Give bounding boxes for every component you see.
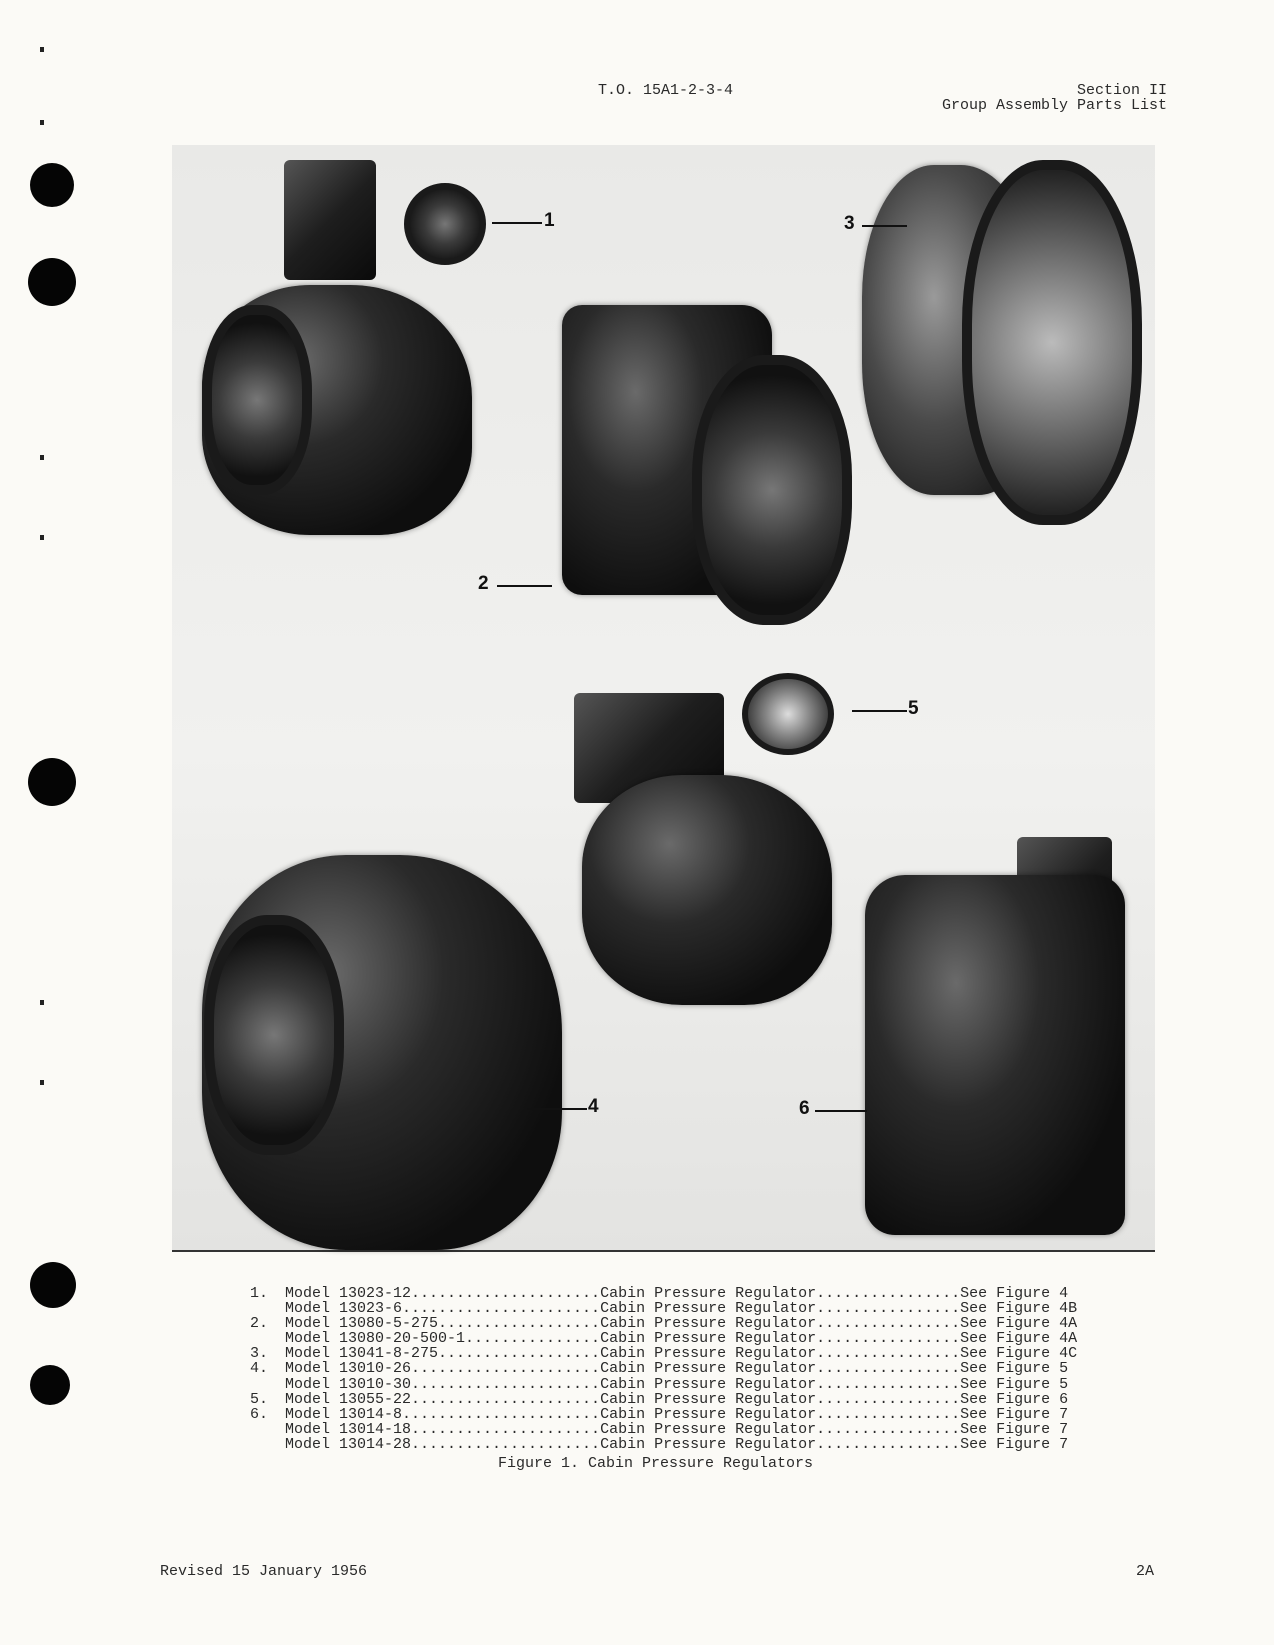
- part-description: Cabin Pressure Regulator................: [600, 1436, 961, 1453]
- parts-list: 1.Model 13023-12.....................Cab…: [250, 1286, 1077, 1452]
- binder-hole: [30, 1262, 76, 1308]
- section-label: Section II: [1076, 82, 1167, 99]
- parts-list-row: Model 13014-18.....................Cabin…: [250, 1422, 1077, 1437]
- model-number: Model 13010-30.....................: [285, 1376, 601, 1392]
- binder-hole: [28, 258, 76, 306]
- margin-mark: [40, 535, 44, 540]
- callout-1: 1: [544, 210, 555, 231]
- parts-list-row: Model 13010-30.....................Cabin…: [250, 1377, 1077, 1392]
- parts-list-row: Model 13023-6......................Cabin…: [250, 1301, 1077, 1316]
- section-title: Group Assembly Parts List: [941, 97, 1167, 114]
- margin-mark: [40, 120, 44, 125]
- margin-mark: [40, 455, 44, 460]
- model-number: Model 13014-8......................: [285, 1406, 601, 1422]
- page-number: 2A: [1136, 1563, 1155, 1580]
- figure-reference: See Figure 4B: [960, 1301, 1078, 1317]
- item-number: [250, 1331, 285, 1346]
- parts-list-row: 2. Model 13080-5-275..................Cab…: [250, 1316, 1077, 1331]
- figure-reference: See Figure 6: [960, 1391, 1069, 1407]
- item-number: [250, 1437, 285, 1452]
- model-number: Model 13041-8-275..................: [285, 1346, 601, 1362]
- callout-5: 5: [908, 698, 919, 719]
- model-number: Model 13023-12.....................: [285, 1286, 601, 1302]
- figure-reference: See Figure 4C: [960, 1346, 1078, 1362]
- model-number: Model 13080-20-500-1...............: [285, 1331, 601, 1347]
- model-number: Model 13023-6......................: [285, 1301, 601, 1317]
- part-description: Cabin Pressure Regulator................: [600, 1376, 961, 1392]
- model-number: Model 13010-26.....................: [285, 1361, 601, 1377]
- margin-mark: [40, 1080, 44, 1085]
- callout-4: 4: [588, 1096, 599, 1117]
- binder-hole: [30, 163, 74, 207]
- part-description: Cabin Pressure Regulator................: [600, 1421, 961, 1437]
- model-number: Model 13055-22.....................: [285, 1391, 601, 1407]
- part-description: Cabin Pressure Regulator................: [600, 1406, 961, 1422]
- figure-reference: See Figure 4A: [960, 1331, 1078, 1347]
- item-number: 3.: [250, 1345, 269, 1363]
- item-number: [250, 1377, 285, 1392]
- part-description: Cabin Pressure Regulator................: [600, 1346, 961, 1362]
- parts-list-row: 3. Model 13041-8-275..................Cab…: [250, 1346, 1077, 1361]
- item-number: 5.: [250, 1390, 269, 1408]
- callout-3: 3: [844, 213, 855, 234]
- figure-reference: See Figure 7: [960, 1406, 1069, 1422]
- callout-6: 6: [799, 1098, 810, 1119]
- model-number: Model 13080-5-275..................: [285, 1316, 601, 1332]
- revision-date: Revised 15 January 1956: [160, 1563, 368, 1580]
- figure-reference: See Figure 7: [960, 1436, 1069, 1453]
- figure-reference: See Figure 4A: [960, 1316, 1078, 1332]
- figure-caption: Figure 1. Cabin Pressure Regulators: [498, 1455, 814, 1472]
- figure-reference: See Figure 5: [960, 1376, 1069, 1392]
- parts-list-row: Model 13080-20-500-1...............Cabin…: [250, 1331, 1077, 1346]
- part-description: Cabin Pressure Regulator................: [600, 1331, 961, 1347]
- part-description: Cabin Pressure Regulator................: [600, 1316, 961, 1332]
- model-number: Model 13014-18.....................: [285, 1421, 601, 1437]
- callout-2: 2: [478, 573, 489, 594]
- parts-list-row: 6. Model 13014-8......................Cab…: [250, 1407, 1077, 1422]
- item-number: 1.: [250, 1285, 269, 1302]
- part-description: Cabin Pressure Regulator................: [600, 1361, 961, 1377]
- model-number: Model 13014-28.....................: [285, 1436, 601, 1453]
- figure-reference: See Figure 4: [960, 1286, 1069, 1302]
- margin-mark: [40, 1000, 44, 1005]
- item-number: [250, 1301, 285, 1316]
- part-description: Cabin Pressure Regulator................: [600, 1286, 961, 1302]
- figure-photo: 1 2 3 4 5 6: [172, 145, 1155, 1252]
- item-number: 6.: [250, 1405, 269, 1423]
- parts-list-row: 1. Model 13023-12.....................Cab…: [250, 1286, 1077, 1301]
- item-number: [250, 1422, 285, 1437]
- parts-list-row: 4. Model 13010-26.....................Cab…: [250, 1361, 1077, 1376]
- item-number: 4.: [250, 1360, 269, 1378]
- margin-mark: [40, 47, 44, 52]
- part-description: Cabin Pressure Regulator................: [600, 1391, 961, 1407]
- parts-list-row: 5. Model 13055-22.....................Cab…: [250, 1392, 1077, 1407]
- part-description: Cabin Pressure Regulator................: [600, 1301, 961, 1317]
- to-number: T.O. 15A1-2-3-4: [598, 82, 734, 99]
- figure-reference: See Figure 7: [960, 1421, 1069, 1437]
- figure-reference: See Figure 5: [960, 1361, 1069, 1377]
- binder-hole: [28, 758, 76, 806]
- item-number: 2.: [250, 1315, 269, 1333]
- binder-hole: [30, 1365, 70, 1405]
- parts-list-row: Model 13014-28.....................Cabin…: [250, 1437, 1077, 1452]
